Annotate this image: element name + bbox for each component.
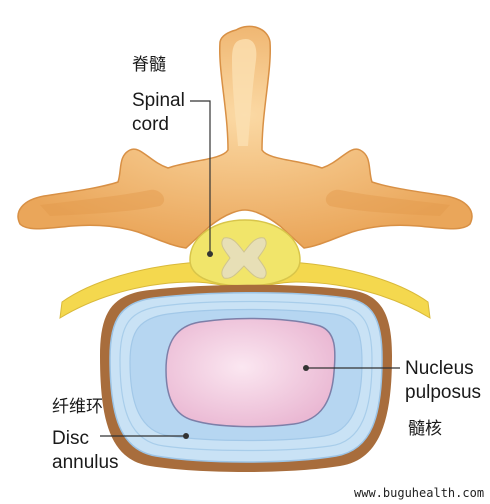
watermark: www.buguhealth.com bbox=[354, 486, 485, 500]
spinal-cord-label-cn: 脊髓 bbox=[132, 55, 166, 75]
nucleus-pulposus bbox=[165, 317, 336, 428]
nucleus-label-en-2: pulposus bbox=[405, 382, 482, 403]
annulus-label-en-1: Disc bbox=[52, 428, 89, 449]
annulus-label-en-2: annulus bbox=[52, 452, 119, 473]
left-transverse-shadow bbox=[40, 189, 165, 216]
spinal-cord-label-en-1: Spinal bbox=[132, 90, 185, 111]
spinous-process-highlight bbox=[232, 38, 257, 146]
spinal-cord-leader-dot bbox=[207, 251, 213, 257]
spinal-cord-leader bbox=[190, 100, 211, 254]
nucleus-label-cn: 髓核 bbox=[408, 419, 442, 439]
annulus-ring bbox=[119, 300, 373, 452]
right-transverse-shadow bbox=[325, 189, 450, 216]
annulus-leader-dot bbox=[183, 433, 189, 439]
gray-matter bbox=[221, 237, 267, 279]
annulus-label-cn: 纤维环 bbox=[52, 397, 103, 417]
nucleus-leader-dot bbox=[303, 365, 309, 371]
spinal-cord-label-en-2: cord bbox=[132, 114, 169, 135]
nucleus-label-en-1: Nucleus bbox=[405, 358, 474, 379]
